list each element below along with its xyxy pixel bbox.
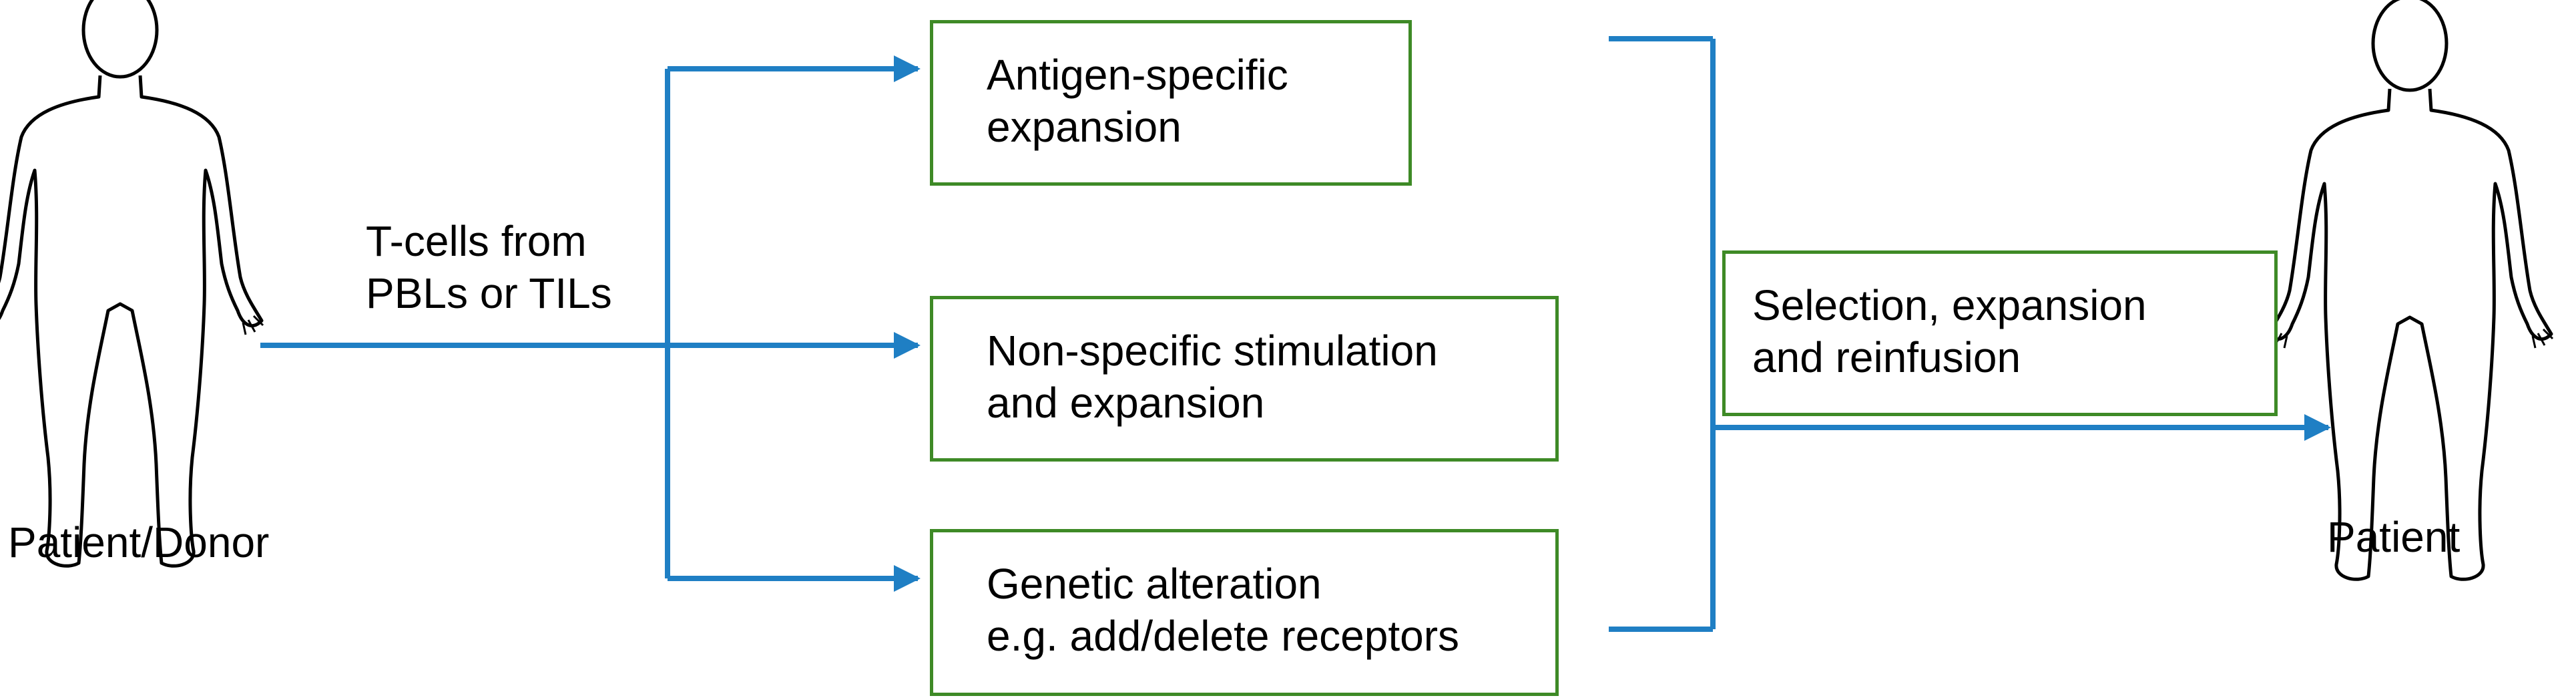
input-label-line2: PBLs or TILs (366, 269, 612, 317)
method-line1: Genetic alteration (987, 560, 1322, 608)
method-line1: Non-specific stimulation (987, 327, 1438, 375)
input-label: T-cells from PBLs or TILs (366, 215, 612, 319)
method-box-non-specific: Non-specific stimulation and expansion (930, 296, 1559, 462)
patient-figure-icon (2267, 0, 2553, 579)
method-box-genetic: Genetic alteration e.g. add/delete recep… (930, 529, 1559, 696)
patient-label: Patient (2327, 513, 2461, 561)
method-line2: expansion (987, 103, 1182, 151)
method-line2: e.g. add/delete receptors (987, 612, 1460, 660)
method-box-antigen-specific: Antigen-specific expansion (930, 20, 1412, 186)
input-label-line1: T-cells from (366, 217, 587, 265)
patient-donor-figure-icon (0, 0, 263, 566)
output-step-line1: Selection, expansion (1752, 281, 2147, 329)
method-line1: Antigen-specific (987, 51, 1288, 99)
output-step-line2: and reinfusion (1752, 333, 2021, 381)
method-line2: and expansion (987, 379, 1265, 427)
patient-donor-label: Patient/Donor (8, 518, 270, 566)
output-step-box: Selection, expansion and reinfusion (1722, 250, 2278, 416)
